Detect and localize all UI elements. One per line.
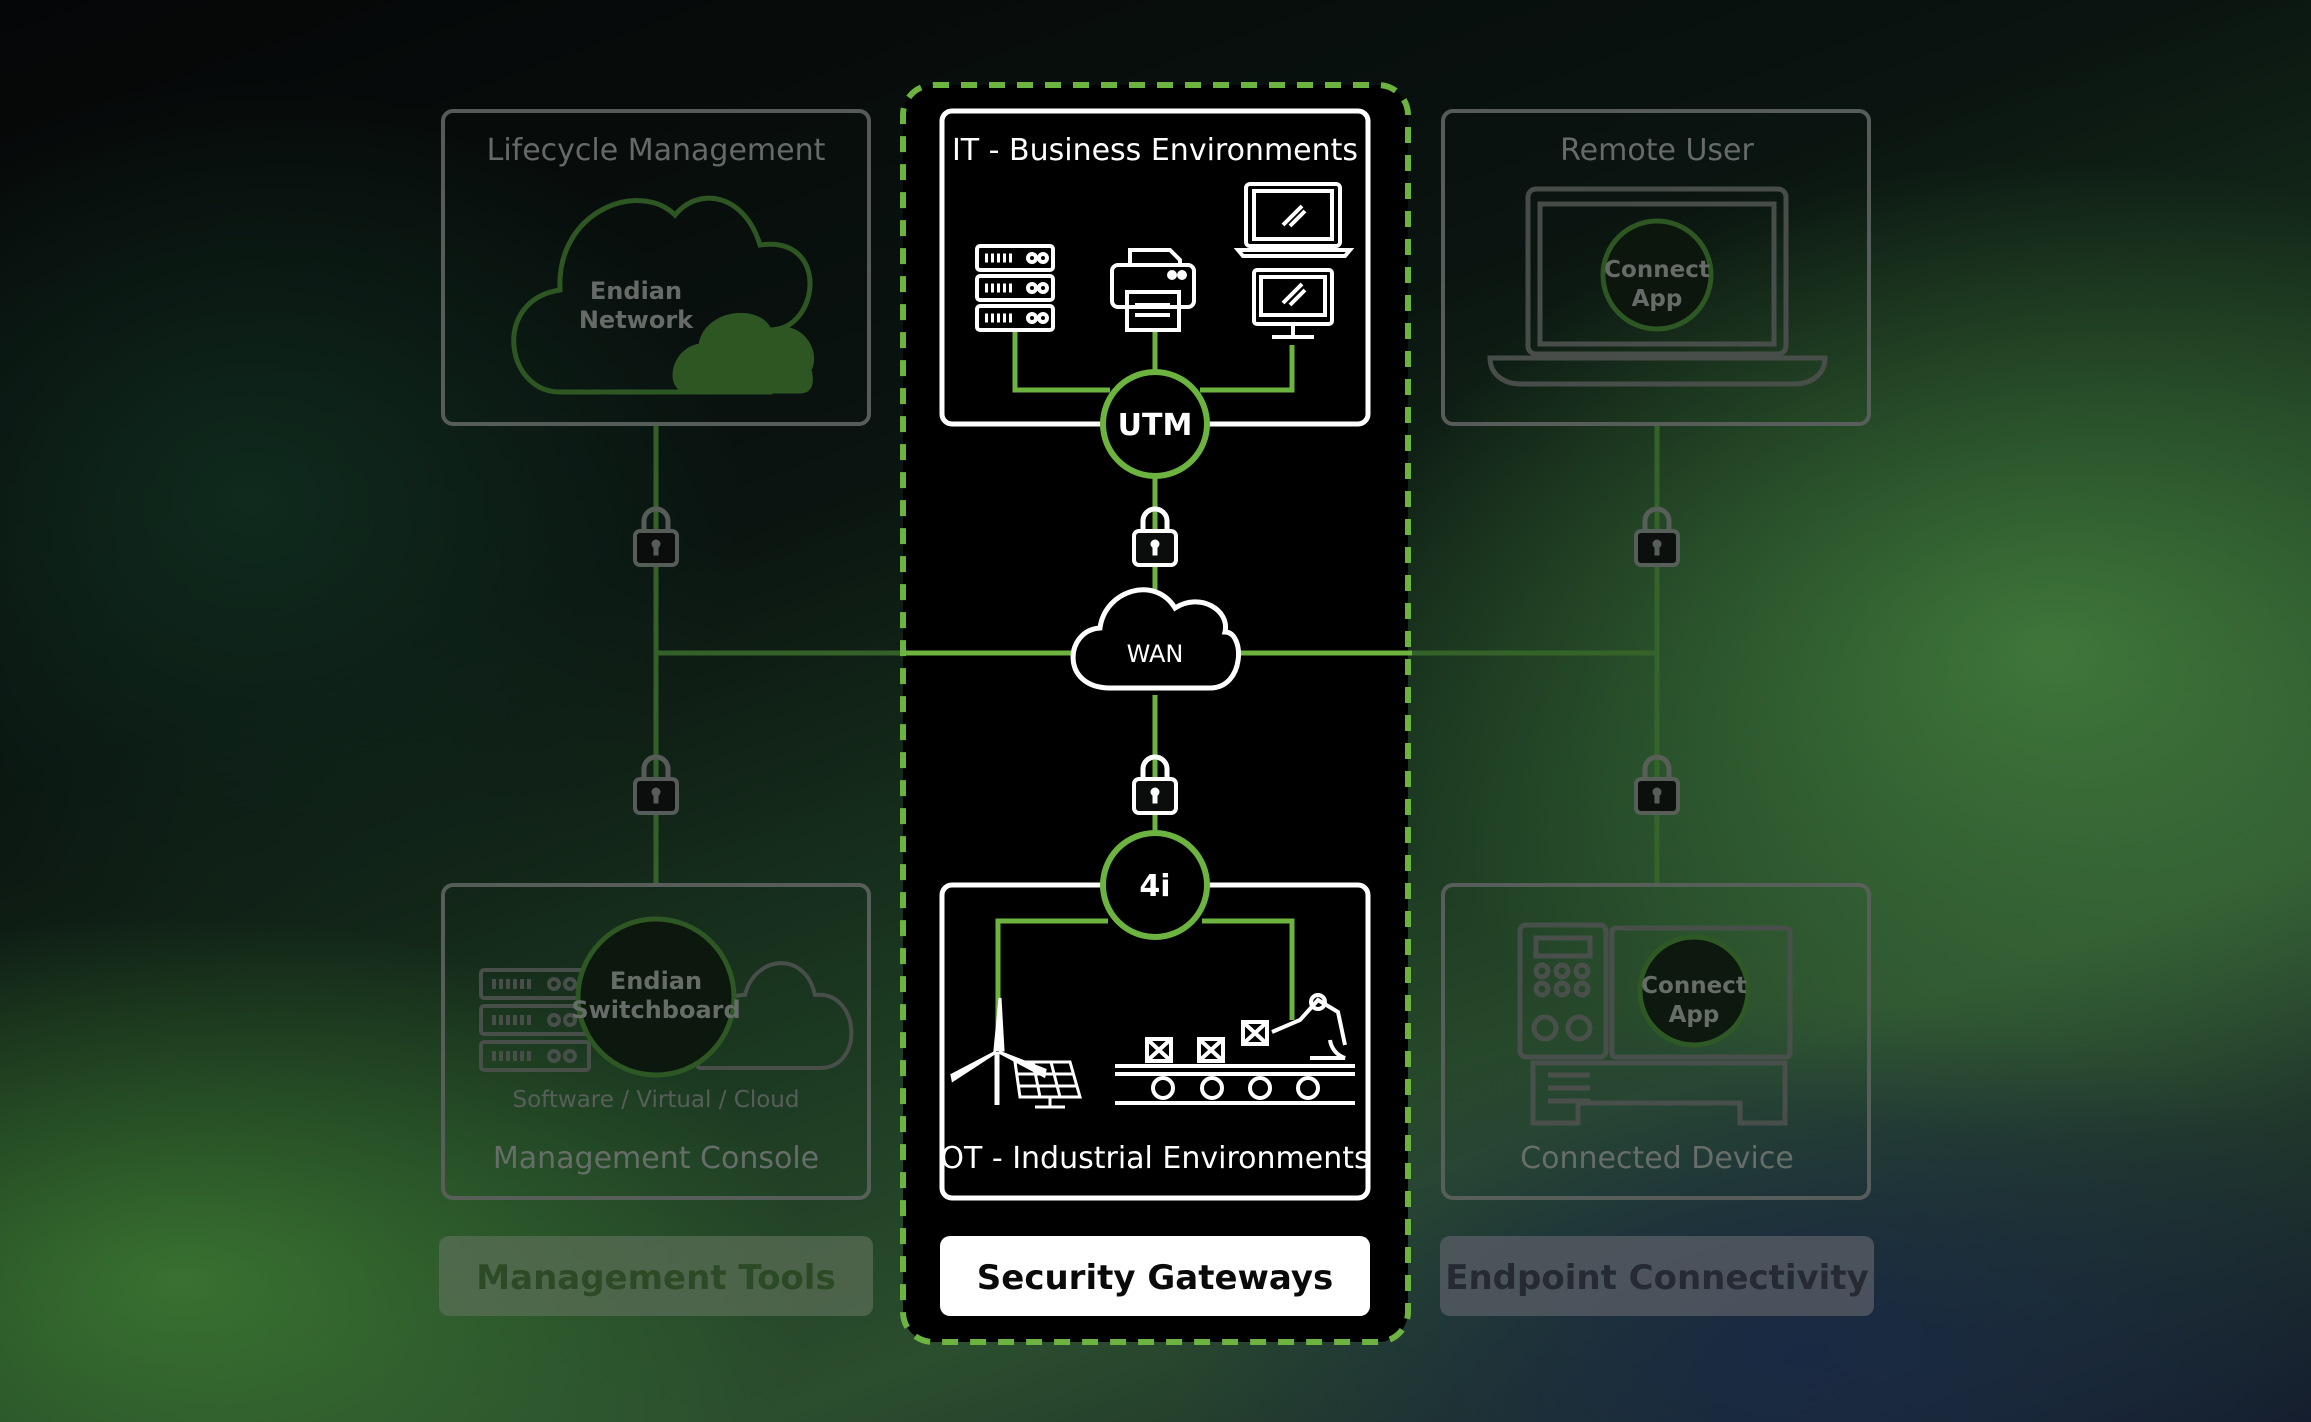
connect-app-label-2: App (1669, 1002, 1720, 1028)
endpoint-column: Remote User Connect App Connect App Conn… (1412, 109, 1874, 1316)
monitor-icon (1252, 268, 1334, 339)
gateway-4i-circle (1100, 830, 1210, 940)
wan-label: WAN (1127, 640, 1184, 668)
connect-app-label-2: App (1632, 286, 1683, 312)
endpoint-connectivity-label: Endpoint Connectivity (1445, 1258, 1869, 1298)
gateway-4i-label: 4i (1139, 869, 1170, 904)
security-gateways-button[interactable]: Security Gateways (940, 1236, 1370, 1316)
deployment-options-text: Software / Virtual / Cloud (513, 1087, 800, 1113)
connect-app-label-1: Connect (1604, 257, 1710, 283)
endian-network-cloud-icon (511, 195, 815, 395)
management-tools-button[interactable]: Management Tools (439, 1236, 873, 1316)
conveyor-robot-icon (1115, 993, 1355, 1105)
endian-network-label-2: Network (579, 306, 694, 334)
management-column: Lifecycle Management Endian Network Endi… (439, 109, 900, 1316)
connect-app-label-1: Connect (1641, 973, 1747, 999)
it-business-title: IT - Business Environments (952, 133, 1358, 168)
endpoint-connectivity-button[interactable]: Endpoint Connectivity (1440, 1236, 1874, 1316)
lifecycle-management-box (441, 109, 871, 426)
ot-industrial-title: OT - Industrial Environments (940, 1141, 1369, 1176)
solar-panel-icon (1013, 1060, 1082, 1109)
utm-circle (1100, 369, 1210, 479)
laptop-icon (1233, 182, 1355, 258)
management-tools-label: Management Tools (476, 1258, 835, 1298)
connected-device-title: Connected Device (1520, 1141, 1794, 1176)
management-console-title: Management Console (493, 1141, 819, 1176)
switchboard-label-2: Switchboard (571, 996, 740, 1024)
server-icon (975, 244, 1055, 332)
laptop-icon (1487, 186, 1828, 387)
connected-device-box (1441, 883, 1871, 1200)
connect-app-circle (1637, 934, 1751, 1048)
management-console-box (441, 883, 871, 1200)
device-icon (1517, 922, 1793, 1126)
lifecycle-management-title: Lifecycle Management (487, 133, 826, 168)
switchboard-circle (575, 916, 737, 1078)
security-gateways-label: Security Gateways (977, 1258, 1333, 1298)
security-gateways-column: IT - Business Environments (900, 82, 1412, 1345)
wan-cloud-icon (1070, 587, 1241, 691)
switchboard-label-1: Endian (610, 967, 702, 995)
remote-user-box (1441, 109, 1871, 426)
remote-user-title: Remote User (1560, 133, 1754, 168)
connect-app-circle (1600, 218, 1714, 332)
endian-network-label-1: Endian (590, 277, 682, 305)
utm-label: UTM (1118, 408, 1193, 443)
printer-icon (1110, 248, 1196, 332)
